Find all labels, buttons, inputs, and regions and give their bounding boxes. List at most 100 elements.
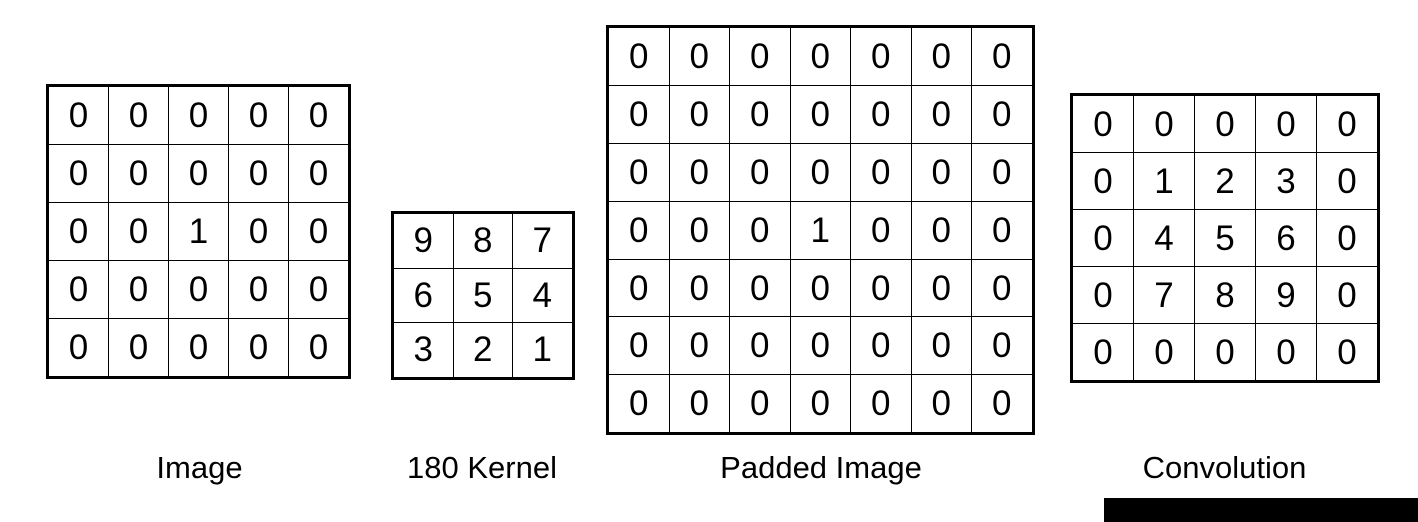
matrix-cell: 0 [668, 374, 730, 435]
matrix-cell: 0 [607, 316, 670, 376]
matrix-cell: 2 [1194, 152, 1256, 210]
caption-convolution: Convolution [1142, 450, 1307, 485]
matrix-cell: 0 [1071, 266, 1134, 324]
matrix-cell: 0 [850, 84, 912, 144]
matrix-cell: 3 [392, 322, 454, 379]
matrix-cell: 5 [452, 267, 513, 323]
matrix-cell: 9 [1255, 266, 1317, 324]
matrix-cell: 0 [47, 318, 109, 378]
matrix-cell: 0 [789, 84, 851, 144]
matrix-cell: 0 [971, 142, 1034, 202]
matrix-cell: 0 [668, 258, 730, 318]
matrix-cell: 6 [1255, 209, 1317, 267]
matrix-cell: 0 [47, 85, 109, 145]
matrix-cell: 3 [1255, 152, 1317, 210]
matrix-cell: 1 [789, 200, 851, 260]
matrix-cell: 0 [1194, 94, 1256, 153]
matrix-cell: 0 [47, 260, 109, 319]
matrix-cell: 0 [910, 84, 972, 144]
matrix-cell: 0 [108, 318, 169, 378]
matrix-cell: 0 [971, 316, 1034, 376]
matrix-cell: 1 [512, 322, 574, 379]
matrix-cell: 0 [288, 144, 350, 203]
matrix-cell: 0 [168, 318, 229, 378]
matrix-cell: 0 [971, 258, 1034, 318]
matrix-cell: 0 [850, 26, 912, 86]
matrix-cell: 0 [108, 85, 169, 145]
matrix-cell: 0 [850, 142, 912, 202]
matrix-cell: 0 [168, 144, 229, 203]
matrix-cell: 0 [971, 200, 1034, 260]
matrix-cell: 0 [850, 200, 912, 260]
matrix-cell: 2 [452, 322, 513, 379]
matrix-cell: 6 [392, 267, 454, 323]
matrix-cell: 1 [168, 202, 229, 261]
matrix-cell: 0 [168, 85, 229, 145]
matrix-cell: 0 [228, 144, 289, 203]
matrix-cell: 9 [392, 212, 454, 269]
matrix-cell: 0 [607, 374, 670, 435]
matrix-cell: 0 [971, 26, 1034, 86]
caption-padded-image: Padded Image [720, 450, 922, 485]
matrix-cell: 0 [1133, 94, 1195, 153]
matrix-cell: 0 [850, 374, 912, 435]
matrix-cell: 0 [108, 144, 169, 203]
bottom-black-bar [1104, 498, 1418, 522]
matrix-cell: 0 [1071, 152, 1134, 210]
matrix-cell: 0 [971, 84, 1034, 144]
matrix-cell: 0 [607, 200, 670, 260]
matrix-cell: 0 [47, 144, 109, 203]
matrix-cell: 0 [1255, 323, 1317, 382]
matrix-cell: 0 [1316, 323, 1379, 382]
matrix-cell: 0 [288, 85, 350, 145]
matrix-cell: 0 [168, 260, 229, 319]
matrix-cell: 0 [850, 258, 912, 318]
matrix-cell: 0 [850, 316, 912, 376]
matrix-cell: 0 [668, 316, 730, 376]
matrix-cell: 4 [512, 267, 574, 323]
caption-image: Image [156, 450, 243, 485]
matrix-cell: 0 [288, 260, 350, 319]
matrix-cell: 4 [1133, 209, 1195, 267]
matrix-cell: 0 [1316, 152, 1379, 210]
matrix-cell: 0 [1071, 323, 1134, 382]
matrix-cell: 0 [729, 316, 791, 376]
matrix-cell: 0 [1071, 94, 1134, 153]
matrix-cell: 0 [668, 26, 730, 86]
matrix-cell: 0 [729, 142, 791, 202]
matrix-cell: 0 [668, 200, 730, 260]
matrix-cell: 0 [729, 84, 791, 144]
matrix-cell: 0 [1316, 266, 1379, 324]
matrix-cell: 0 [1255, 94, 1317, 153]
matrix-cell: 0 [288, 202, 350, 261]
matrix-cell: 0 [108, 260, 169, 319]
matrix-cell: 0 [729, 26, 791, 86]
matrix-cell: 0 [1316, 209, 1379, 267]
matrix-cell: 8 [452, 212, 513, 269]
matrix-cell: 0 [910, 316, 972, 376]
matrix-cell: 0 [910, 26, 972, 86]
matrix-cell: 0 [789, 142, 851, 202]
matrix-cell: 5 [1194, 209, 1256, 267]
matrix-cell: 0 [668, 84, 730, 144]
matrix-cell: 0 [108, 202, 169, 261]
matrix-cell: 0 [228, 318, 289, 378]
